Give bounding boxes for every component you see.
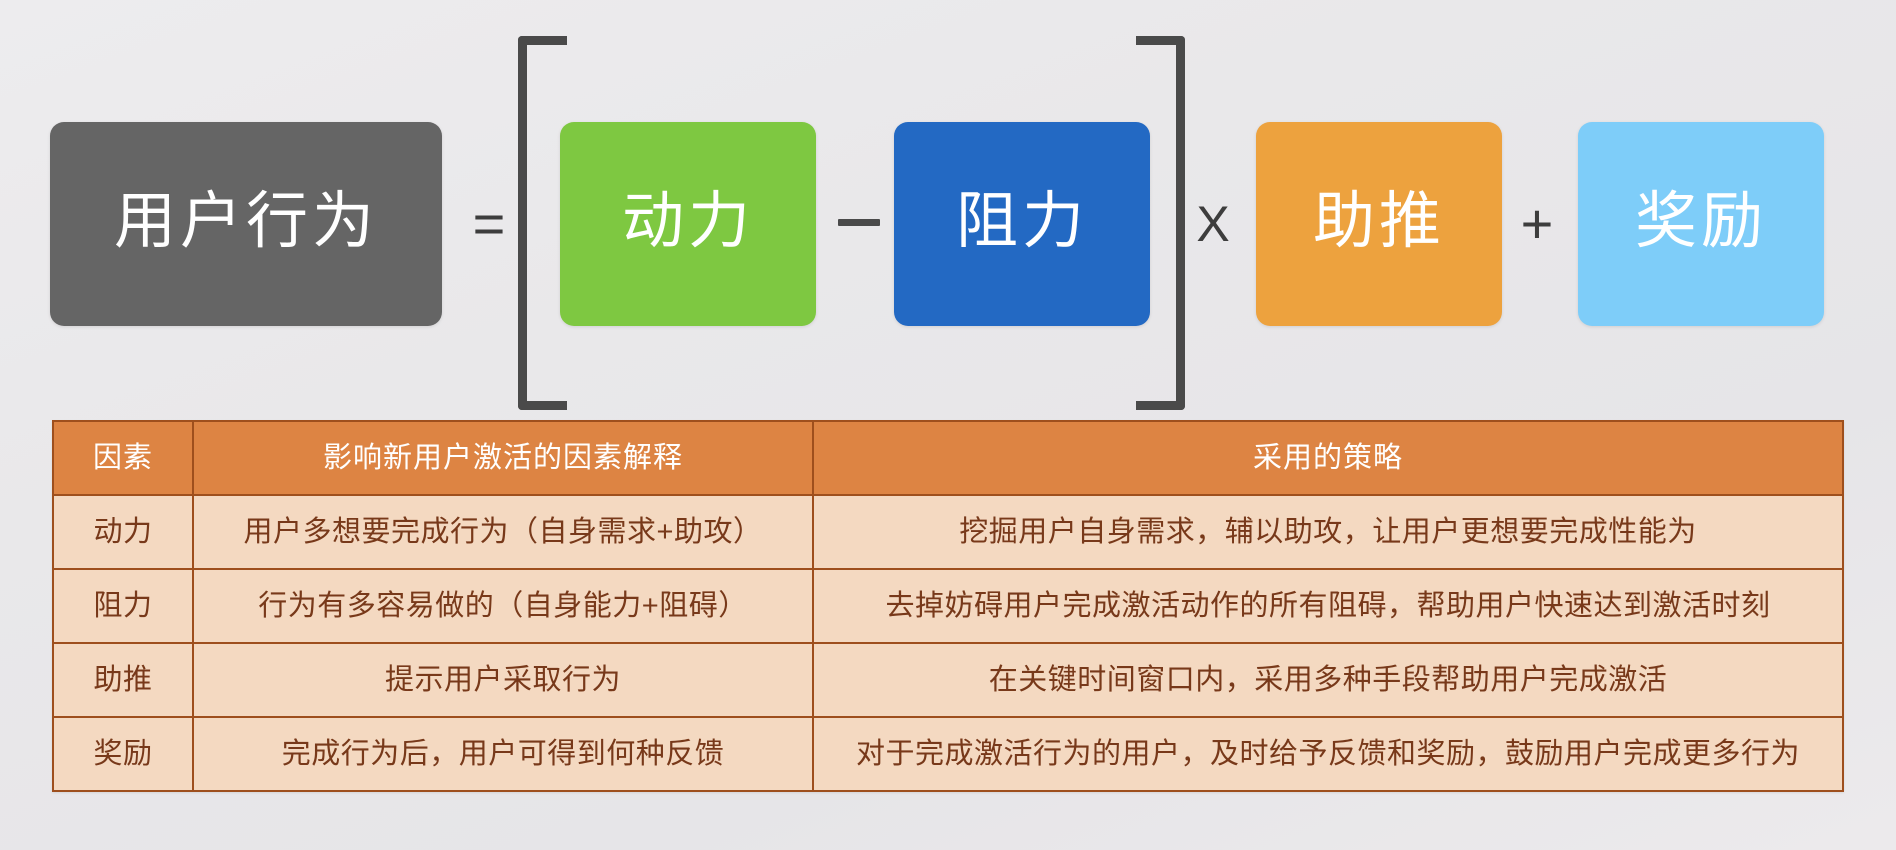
cell-factor: 奖励 (52, 716, 194, 792)
minus-operator (838, 219, 880, 226)
formula-box-resistance-label: 阻力 (955, 187, 1088, 256)
equals-operator: = (472, 192, 506, 255)
behavior-formula-diagram: 用户行为 = 动力 阻力 X 助推 + 奖励 (0, 0, 1896, 410)
bracket-left (518, 36, 567, 410)
cell-factor: 阻力 (52, 568, 194, 644)
formula-box-reward-label: 奖励 (1634, 187, 1767, 256)
cell-explanation: 提示用户采取行为 (192, 642, 814, 718)
formula-box-motivation-label: 动力 (621, 187, 754, 256)
cell-factor: 助推 (52, 642, 194, 718)
formula-box-nudge: 助推 (1256, 122, 1502, 326)
formula-box-reward: 奖励 (1578, 122, 1824, 326)
table-row: 动力 用户多想要完成行为（自身需求+助攻） 挖掘用户自身需求，辅以助攻，让用户更… (52, 494, 1844, 570)
cell-strategy: 去掉妨碍用户完成激活动作的所有阻碍，帮助用户快速达到激活时刻 (812, 568, 1844, 644)
cell-strategy: 挖掘用户自身需求，辅以助攻，让用户更想要完成性能为 (812, 494, 1844, 570)
table-body: 动力 用户多想要完成行为（自身需求+助攻） 挖掘用户自身需求，辅以助攻，让用户更… (52, 494, 1844, 792)
cell-explanation: 用户多想要完成行为（自身需求+助攻） (192, 494, 814, 570)
table-row: 奖励 完成行为后，用户可得到何种反馈 对于完成激活行为的用户，及时给予反馈和奖励… (52, 716, 1844, 792)
plus-operator: + (1520, 192, 1554, 255)
cell-explanation: 完成行为后，用户可得到何种反馈 (192, 716, 814, 792)
cell-strategy: 在关键时间窗口内，采用多种手段帮助用户完成激活 (812, 642, 1844, 718)
cell-strategy: 对于完成激活行为的用户，及时给予反馈和奖励，鼓励用户完成更多行为 (812, 716, 1844, 792)
formula-box-motivation: 动力 (560, 122, 816, 326)
formula-box-resistance: 阻力 (894, 122, 1150, 326)
cell-explanation: 行为有多容易做的（自身能力+阻碍） (192, 568, 814, 644)
table-row: 阻力 行为有多容易做的（自身能力+阻碍） 去掉妨碍用户完成激活动作的所有阻碍，帮… (52, 568, 1844, 644)
column-header-explanation: 影响新用户激活的因素解释 (192, 420, 814, 496)
table-header: 因素 影响新用户激活的因素解释 采用的策略 (52, 420, 1844, 496)
column-header-factor: 因素 (52, 420, 194, 496)
cell-factor: 动力 (52, 494, 194, 570)
multiply-operator: X (1196, 196, 1230, 252)
activation-factor-table: 因素 影响新用户激活的因素解释 采用的策略 动力 用户多想要完成行为（自身需求+… (52, 420, 1844, 792)
formula-box-nudge-label: 助推 (1312, 187, 1445, 256)
bracket-right (1136, 36, 1185, 410)
column-header-strategy: 采用的策略 (812, 420, 1844, 496)
table-header-row: 因素 影响新用户激活的因素解释 采用的策略 (52, 420, 1844, 496)
formula-box-user-behavior-label: 用户行为 (113, 187, 378, 256)
table-row: 助推 提示用户采取行为 在关键时间窗口内，采用多种手段帮助用户完成激活 (52, 642, 1844, 718)
formula-box-user-behavior: 用户行为 (50, 122, 442, 326)
